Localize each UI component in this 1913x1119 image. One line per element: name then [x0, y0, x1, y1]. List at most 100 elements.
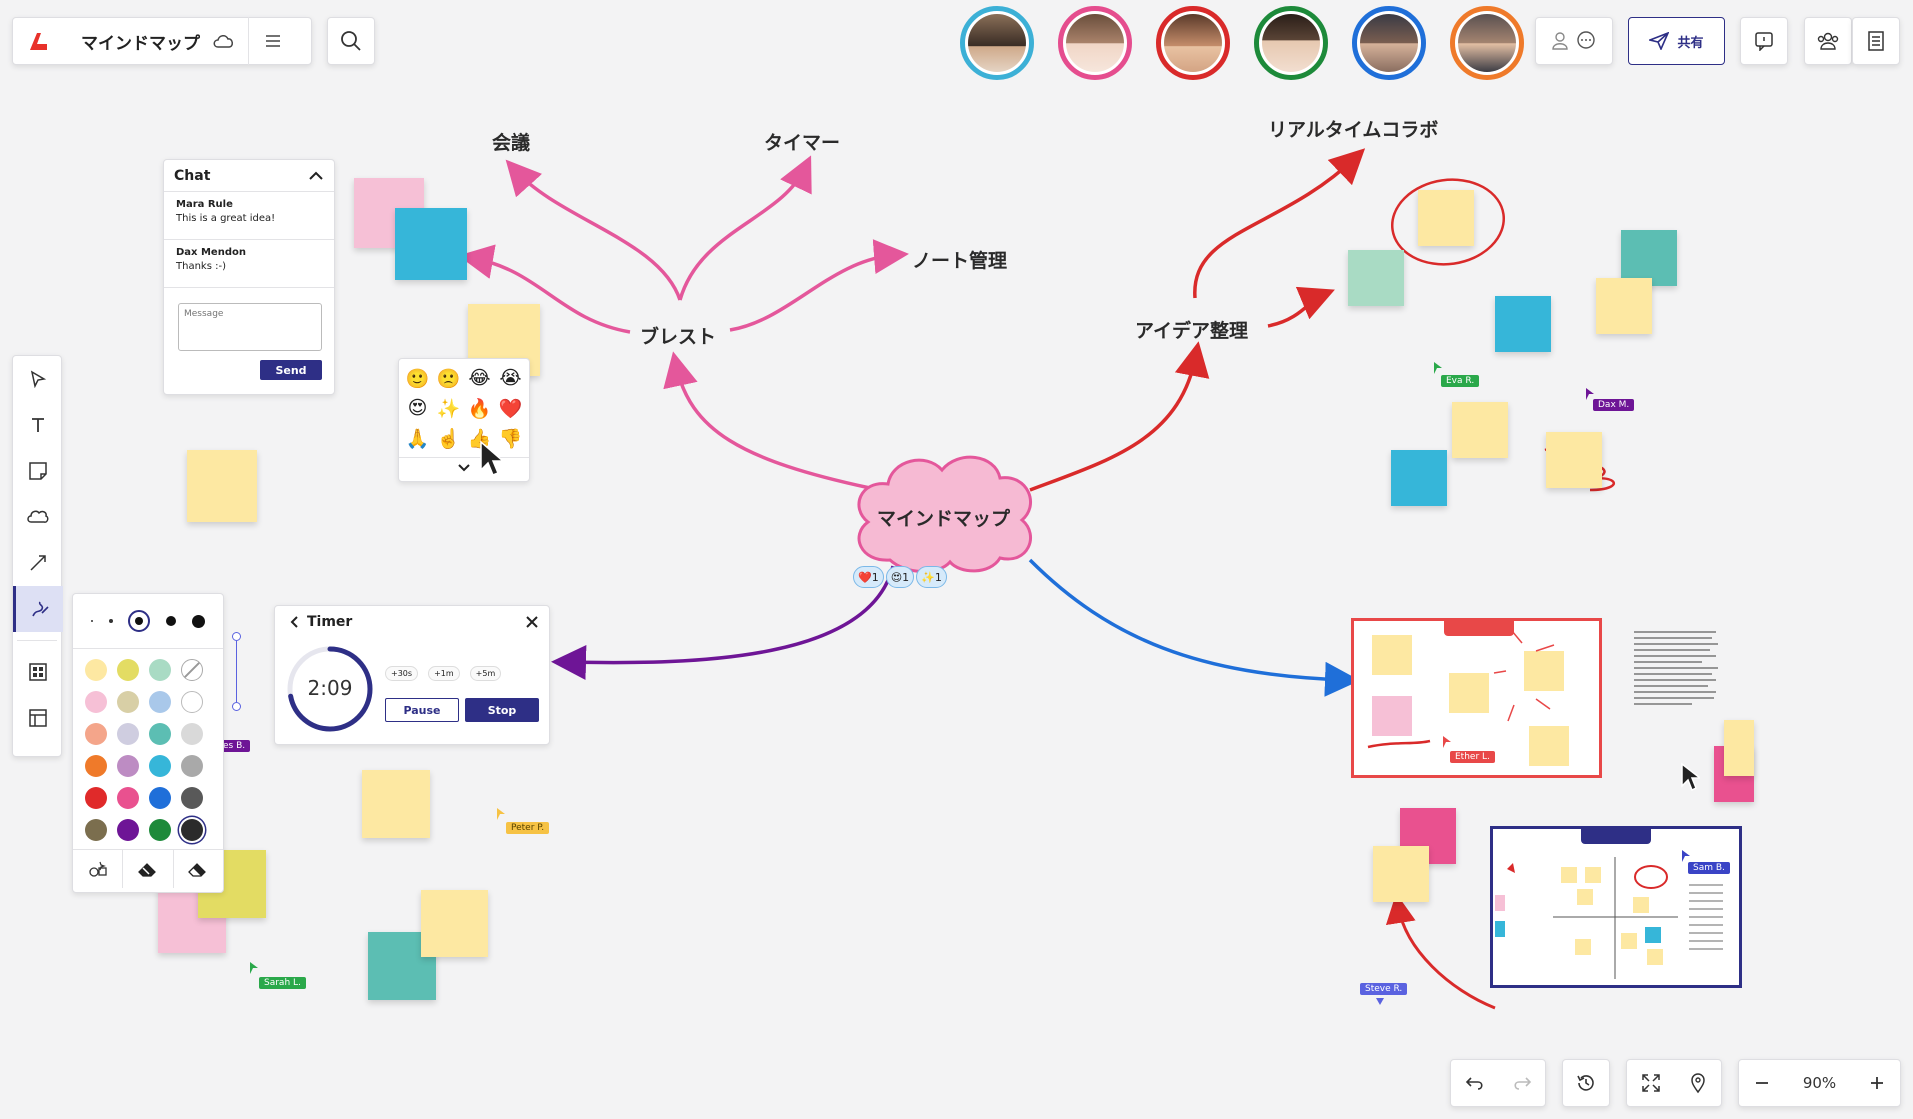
color-swatch[interactable]	[117, 755, 139, 777]
stroke-size-s[interactable]	[108, 619, 113, 623]
board-title[interactable]: マインドマップ	[81, 33, 200, 54]
emoji-option[interactable]: 😂	[468, 367, 491, 389]
collaborator-avatar[interactable]	[960, 6, 1034, 80]
sticky-note[interactable]	[1373, 846, 1429, 902]
chat-message-input[interactable]	[178, 303, 322, 351]
pen-tool[interactable]	[13, 586, 63, 632]
pause-button[interactable]: Pause	[385, 698, 459, 722]
node-meeting[interactable]: 会議	[492, 132, 531, 154]
color-swatch[interactable]	[181, 691, 203, 713]
board-frame-blue[interactable]	[1490, 826, 1742, 988]
chevron-left-icon[interactable]	[289, 615, 299, 629]
shape-recognition-button[interactable]	[73, 850, 124, 888]
add-1m-button[interactable]: +1m	[428, 666, 460, 681]
text-tool[interactable]	[13, 402, 63, 448]
feedback-button[interactable]	[1740, 17, 1788, 65]
sticky-note[interactable]	[362, 770, 430, 838]
sticky-note[interactable]	[395, 208, 467, 280]
color-swatch[interactable]	[117, 659, 139, 681]
node-notes[interactable]: ノート管理	[912, 250, 1008, 272]
stroke-size-xl[interactable]	[192, 614, 206, 628]
notes-panel-button[interactable]	[1852, 17, 1900, 65]
node-ideas[interactable]: アイデア整理	[1135, 320, 1249, 342]
sticky-note[interactable]	[1596, 278, 1652, 334]
sticky-note[interactable]	[1621, 230, 1677, 286]
add-30s-button[interactable]: +30s	[385, 666, 419, 681]
document-thumbnail[interactable]	[1632, 628, 1722, 720]
stroke-size-xs[interactable]	[90, 620, 93, 622]
connector-tool[interactable]	[13, 540, 63, 586]
color-swatch[interactable]	[117, 691, 139, 713]
team-button[interactable]	[1804, 17, 1852, 65]
share-button[interactable]: 共有	[1628, 17, 1725, 65]
emoji-option[interactable]: 👍	[467, 427, 492, 450]
stroke-size-l[interactable]	[166, 616, 177, 626]
sticky-note[interactable]	[1391, 450, 1447, 506]
color-swatch[interactable]	[85, 755, 107, 777]
emoji-option[interactable]: 😍	[407, 397, 428, 419]
layout-tool[interactable]	[13, 695, 63, 741]
color-swatch[interactable]	[149, 659, 171, 681]
eraser-all-button[interactable]	[174, 850, 223, 888]
color-swatch[interactable]	[149, 787, 171, 809]
color-swatch[interactable]	[181, 787, 203, 809]
emoji-option[interactable]: 😭	[499, 367, 522, 389]
sticky-note[interactable]	[1724, 720, 1754, 776]
reaction-heart[interactable]: ❤️1	[853, 566, 884, 588]
collaborator-avatar[interactable]	[1058, 6, 1132, 80]
sticky-note[interactable]	[1452, 402, 1508, 458]
color-swatch[interactable]	[181, 755, 203, 777]
reaction-sparkles[interactable]: ✨1	[916, 566, 947, 588]
sticky-note[interactable]	[1418, 190, 1474, 246]
templates-tool[interactable]	[13, 649, 63, 695]
shape-tool[interactable]	[13, 494, 63, 540]
redo-button[interactable]	[1498, 1060, 1545, 1106]
sticky-note[interactable]	[1495, 296, 1551, 352]
stop-button[interactable]: Stop	[465, 698, 539, 722]
color-swatch[interactable]	[85, 723, 107, 745]
user-chat-toggle[interactable]	[1535, 17, 1613, 65]
color-swatch[interactable]	[149, 819, 171, 841]
center-node-label[interactable]: マインドマップ	[877, 508, 1011, 530]
selection-handle[interactable]	[232, 632, 241, 641]
emoji-option[interactable]: ✨	[436, 397, 461, 420]
zoom-level[interactable]: 90%	[1802, 1074, 1837, 1092]
sticky-note[interactable]	[187, 450, 257, 522]
emoji-option[interactable]: 🙁	[436, 367, 461, 390]
emoji-option[interactable]: 🙏	[405, 427, 430, 450]
chat-send-button[interactable]: Send	[260, 360, 322, 380]
zoom-out-button[interactable]	[1739, 1059, 1785, 1107]
color-swatch[interactable]	[85, 819, 107, 841]
color-swatch[interactable]	[181, 723, 203, 745]
node-timer[interactable]: タイマー	[764, 132, 841, 154]
cloud-sync-icon[interactable]	[212, 32, 236, 50]
location-button[interactable]	[1674, 1060, 1721, 1106]
sticky-note-tool[interactable]	[13, 448, 63, 494]
stroke-size-m[interactable]	[128, 610, 151, 632]
emoji-option[interactable]: 👎	[498, 427, 523, 450]
undo-button[interactable]	[1451, 1060, 1498, 1106]
fit-screen-button[interactable]	[1627, 1060, 1674, 1106]
center-cloud[interactable]	[850, 450, 1040, 575]
zoom-in-button[interactable]	[1854, 1059, 1900, 1107]
color-swatch[interactable]	[117, 723, 139, 745]
node-realtime[interactable]: リアルタイムコラボ	[1268, 119, 1439, 141]
color-swatch[interactable]	[85, 691, 107, 713]
emoji-expand-button[interactable]	[399, 458, 529, 478]
color-swatch[interactable]	[181, 659, 203, 681]
eraser-button[interactable]	[123, 850, 174, 888]
sticky-note[interactable]	[1546, 432, 1602, 488]
color-swatch[interactable]	[117, 787, 139, 809]
collaborator-avatar[interactable]	[1352, 6, 1426, 80]
app-logo-icon[interactable]	[27, 30, 49, 52]
selection-handle[interactable]	[232, 702, 241, 711]
select-tool[interactable]	[13, 356, 63, 402]
emoji-option[interactable]: ❤️	[498, 397, 523, 420]
color-swatch[interactable]	[149, 691, 171, 713]
color-swatch[interactable]	[85, 659, 107, 681]
color-swatch[interactable]	[117, 819, 139, 841]
color-swatch[interactable]	[181, 819, 203, 841]
add-5m-button[interactable]: +5m	[469, 666, 502, 681]
collaborator-avatar[interactable]	[1254, 6, 1328, 80]
color-swatch[interactable]	[85, 787, 107, 809]
